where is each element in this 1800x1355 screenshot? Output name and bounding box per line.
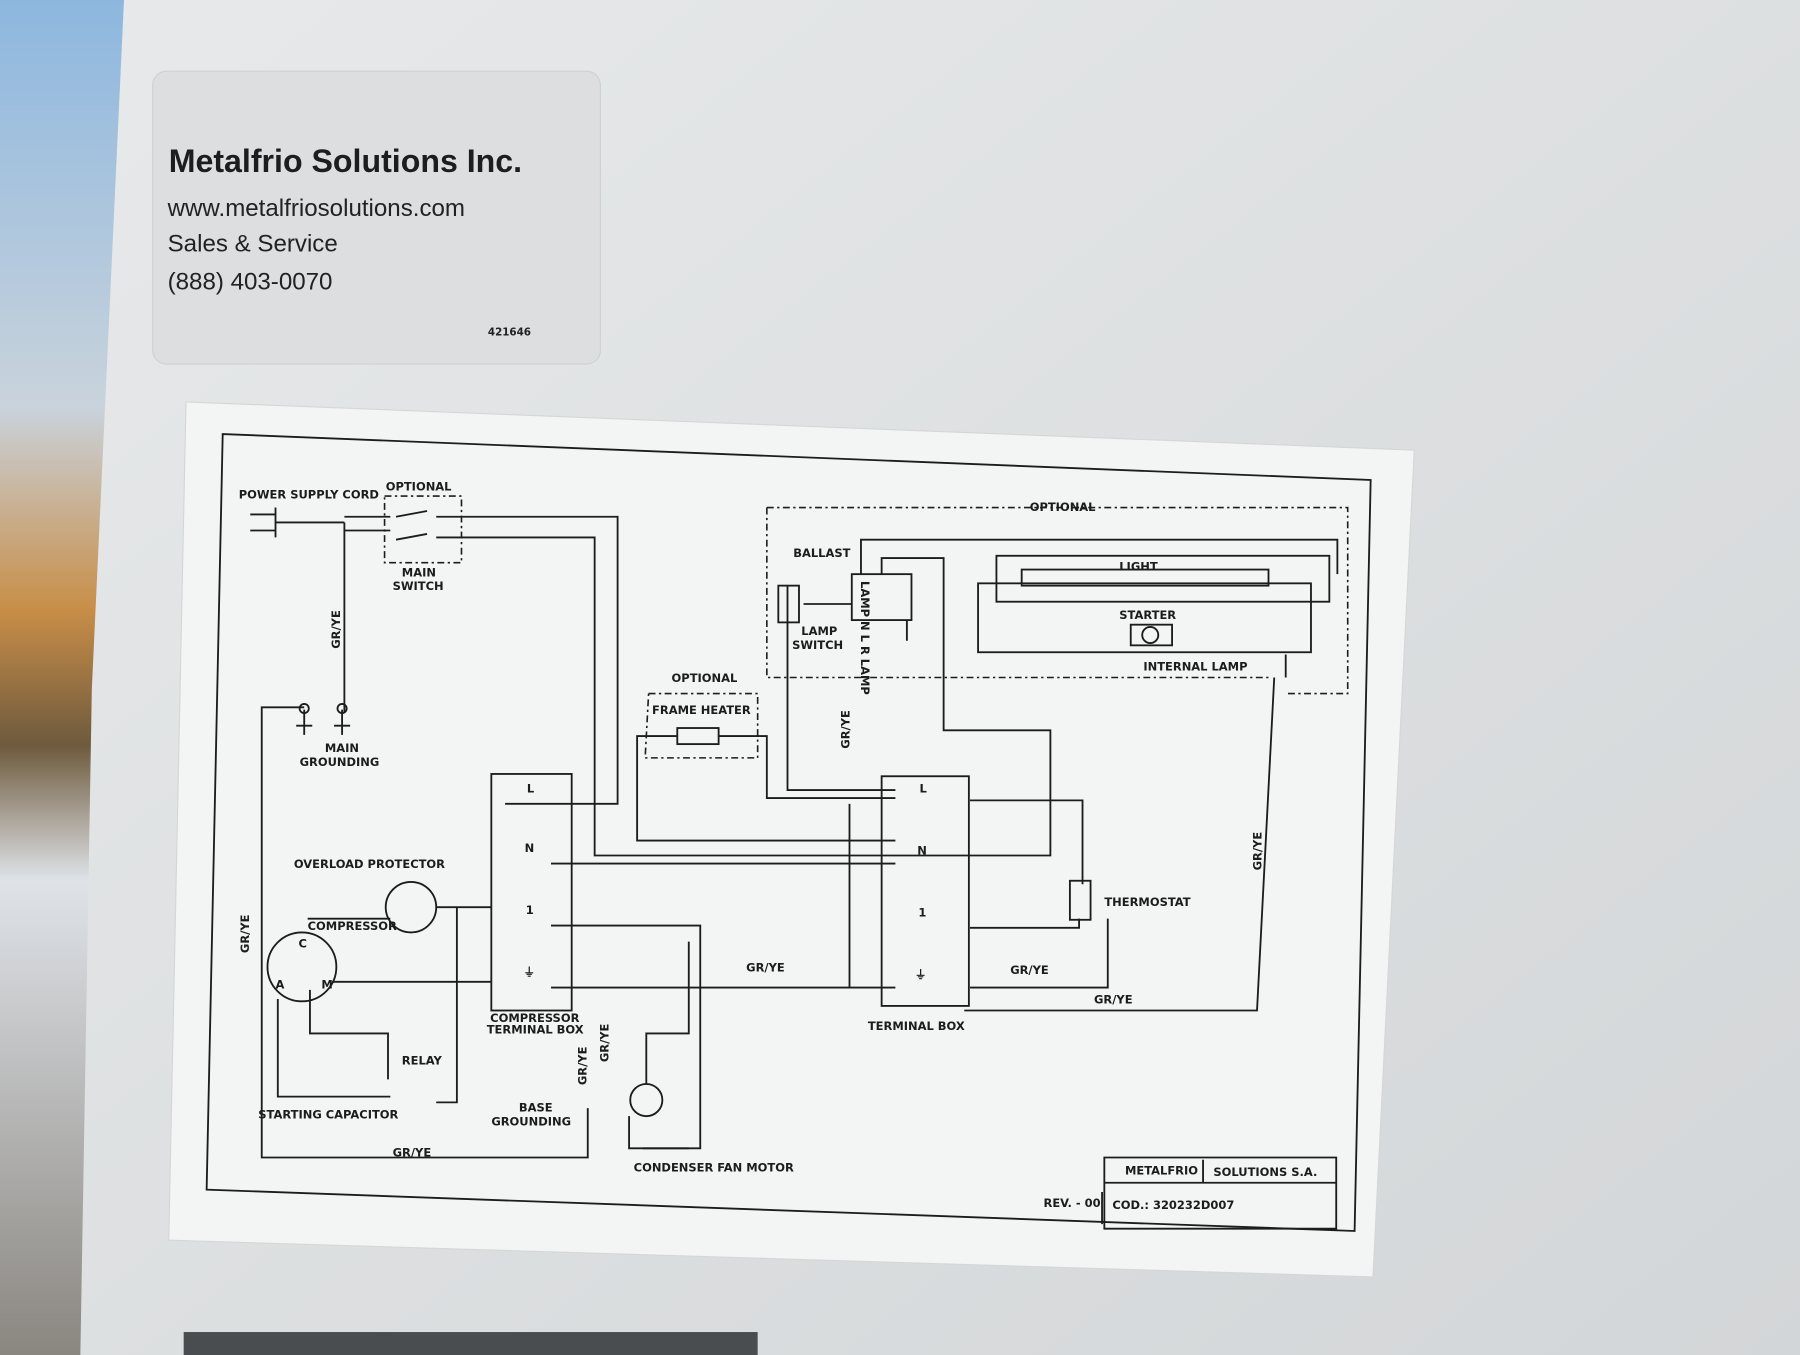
ground-wire-label: GR/YE bbox=[1251, 832, 1265, 871]
label-thermostat: THERMOSTAT bbox=[1104, 895, 1190, 909]
ground-wire-label: GR/YE bbox=[746, 960, 785, 974]
label-compressor-tb-2: TERMINAL BOX bbox=[487, 1022, 584, 1036]
label-main-switch-2: SWITCH bbox=[393, 579, 444, 593]
label-starting-capacitor: STARTING CAPACITOR bbox=[258, 1107, 398, 1121]
sticker-service: Sales & Service bbox=[168, 230, 338, 257]
ground-wire-label: GR/YE bbox=[1010, 963, 1049, 977]
label-relay: RELAY bbox=[402, 1053, 443, 1067]
compressor-pin-m: M bbox=[321, 978, 332, 992]
label-condenser-fan-motor: CONDENSER FAN MOTOR bbox=[634, 1160, 794, 1174]
label-terminal-box: TERMINAL BOX bbox=[868, 1019, 965, 1033]
label-lamp-switch-1: LAMP bbox=[801, 624, 837, 638]
label-overload-protector: OVERLOAD PROTECTOR bbox=[294, 857, 445, 871]
title-block-revision: REV. - 00 bbox=[1043, 1196, 1100, 1210]
label-starter: STARTER bbox=[1119, 608, 1176, 622]
label-main-grounding-1: MAIN bbox=[325, 741, 359, 755]
sticker-company: Metalfrio Solutions Inc. bbox=[169, 143, 522, 179]
bottom-trim bbox=[183, 1332, 758, 1355]
terminal-n: N bbox=[525, 841, 535, 855]
ground-wire-label: GR/YE bbox=[329, 610, 343, 649]
dealer-sticker: Metalfrio Solutions Inc. www.metalfrioso… bbox=[152, 70, 601, 365]
ground-wire-label: GR/YE bbox=[838, 710, 852, 749]
label-optional-heater: OPTIONAL bbox=[672, 671, 738, 685]
ground-wire-label: GR/YE bbox=[576, 1047, 590, 1086]
title-block-company-left: METALFRIO bbox=[1125, 1164, 1198, 1178]
title-block-code: COD.: 320232D007 bbox=[1112, 1198, 1234, 1212]
sticker-phone: (888) 403-0070 bbox=[168, 268, 333, 295]
label-optional-lamp: OPTIONAL bbox=[1030, 500, 1096, 514]
terminal-1: 1 bbox=[526, 903, 534, 917]
label-main-grounding-2: GROUNDING bbox=[300, 755, 380, 769]
terminal-ground: ⏚ bbox=[523, 965, 534, 979]
ground-wire-label: GR/YE bbox=[238, 915, 252, 954]
compressor-pin-a: A bbox=[276, 978, 285, 992]
terminal-n: N bbox=[917, 843, 927, 857]
sticker-code: 421646 bbox=[488, 326, 531, 338]
ground-wire-label: GR/YE bbox=[393, 1145, 432, 1159]
label-base-grounding-1: BASE bbox=[519, 1101, 553, 1115]
label-compressor-tb-1: COMPRESSOR bbox=[490, 1011, 579, 1025]
label-frame-heater: FRAME HEATER bbox=[652, 703, 751, 717]
label-internal-lamp: INTERNAL LAMP bbox=[1143, 660, 1247, 674]
terminal-l: L bbox=[527, 781, 534, 795]
terminal-ground: ⏚ bbox=[915, 967, 926, 981]
label-power-supply-cord: POWER SUPPLY CORD bbox=[239, 487, 379, 501]
label-lamp-switch-2: SWITCH bbox=[792, 638, 843, 652]
sticker-website: www.metalfriosolutions.com bbox=[167, 195, 465, 222]
terminal-1: 1 bbox=[918, 905, 926, 919]
label-ballast-pins: LAMP N L R LAMP bbox=[858, 581, 872, 695]
label-compressor: COMPRESSOR bbox=[308, 919, 397, 933]
wiring-diagram bbox=[168, 401, 1415, 1278]
ground-wire-label: GR/YE bbox=[597, 1024, 611, 1063]
label-optional-switch: OPTIONAL bbox=[386, 479, 452, 493]
label-light: LIGHT bbox=[1119, 560, 1158, 574]
ground-wire-label: GR/YE bbox=[1094, 993, 1133, 1007]
label-main-switch-1: MAIN bbox=[402, 565, 436, 579]
compressor-pin-c: C bbox=[298, 936, 306, 950]
title-block-company-right: SOLUTIONS S.A. bbox=[1213, 1165, 1317, 1179]
terminal-l: L bbox=[920, 781, 927, 795]
label-base-grounding-2: GROUNDING bbox=[491, 1114, 571, 1128]
label-ballast: BALLAST bbox=[793, 546, 850, 560]
